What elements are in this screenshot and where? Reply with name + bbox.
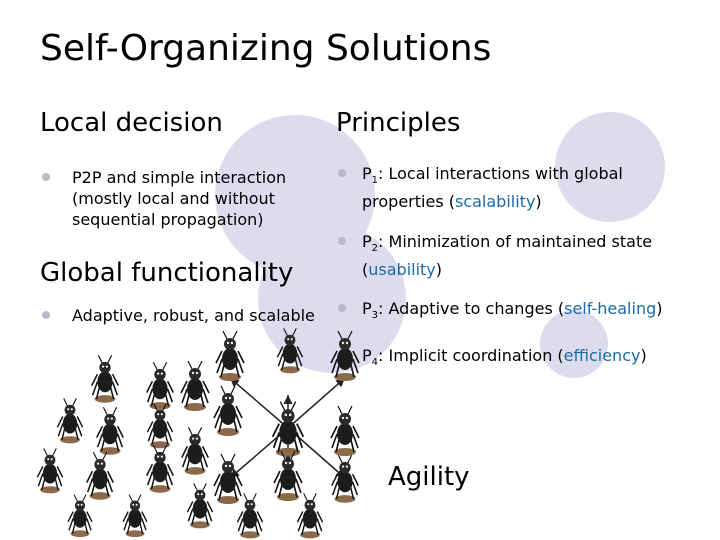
ant-figure bbox=[330, 330, 360, 381]
ant-figure bbox=[91, 354, 119, 403]
principle-2-suffix: ) bbox=[435, 260, 443, 280]
principle-4-suffix: ) bbox=[640, 346, 647, 365]
ant-figure bbox=[56, 398, 84, 444]
ant-figure bbox=[215, 330, 245, 381]
principles-heading: Principles bbox=[336, 108, 461, 138]
ant-figure bbox=[146, 361, 174, 410]
principle-1-term: scalability bbox=[454, 192, 536, 212]
principle-4-desc: : Implicit coordination ( bbox=[378, 346, 564, 365]
slide-title: Self-Organizing Solutions bbox=[40, 28, 492, 69]
ant-figure bbox=[67, 494, 93, 538]
ant-figure bbox=[146, 403, 174, 449]
principle-1-text: P1: Local interactions with global prope… bbox=[362, 163, 692, 212]
principle-1-marker bbox=[338, 169, 346, 177]
ant-figure bbox=[271, 401, 305, 457]
global-bullet-marker bbox=[42, 311, 50, 319]
ant-figure bbox=[180, 360, 210, 411]
ant-figure bbox=[122, 494, 148, 538]
decor-circle-2 bbox=[258, 225, 406, 373]
principle-4-prefix: P bbox=[362, 346, 372, 365]
principle-3-desc: : Adaptive to changes ( bbox=[378, 299, 565, 318]
decor-circle-3 bbox=[555, 112, 665, 222]
ant-figure bbox=[213, 385, 243, 436]
swarm-link-arrow bbox=[287, 377, 346, 429]
global-bullet-text: Adaptive, robust, and scalable bbox=[72, 306, 315, 325]
principle-1-sub: 1 bbox=[371, 175, 379, 187]
ant-figure bbox=[186, 483, 214, 529]
local-decision-heading: Local decision bbox=[40, 108, 223, 138]
principle-3-prefix: P bbox=[362, 299, 372, 318]
principle-3-marker bbox=[338, 304, 346, 312]
principle-2-sub: 2 bbox=[371, 243, 379, 255]
ant-figure bbox=[273, 450, 303, 501]
principle-3-suffix: ) bbox=[656, 299, 663, 318]
ant-figure bbox=[86, 451, 114, 500]
ant-figure bbox=[276, 328, 304, 374]
principle-1-suffix: ) bbox=[535, 192, 542, 212]
local-bullet-marker bbox=[42, 173, 50, 181]
principle-2-term: usability bbox=[368, 260, 436, 280]
principle-1-prefix: P bbox=[362, 164, 372, 183]
ant-figure bbox=[296, 493, 324, 539]
ant-figure bbox=[331, 454, 359, 503]
ant-figure bbox=[236, 493, 264, 539]
principle-4-sub: 4 bbox=[371, 357, 379, 369]
swarm-link-arrow bbox=[229, 377, 289, 429]
ant-figure bbox=[330, 405, 360, 456]
local-bullet-text: P2P and simple interaction (mostly local… bbox=[72, 168, 287, 229]
ant-figure bbox=[181, 426, 209, 475]
principle-2-prefix: P bbox=[362, 232, 372, 251]
principle-4-text: P4: Implicit coordination (efficiency) bbox=[362, 345, 647, 373]
principle-3-term: self-healing bbox=[564, 299, 657, 318]
principle-2-desc: : Minimization of maintained state ( bbox=[362, 232, 653, 280]
ant-figure bbox=[146, 444, 174, 493]
principle-1-desc: : Local interactions with global propert… bbox=[362, 164, 623, 212]
principle-3-text: P3: Adaptive to changes (self-healing) bbox=[362, 298, 663, 326]
ant-figure bbox=[213, 453, 243, 504]
agility-label: Agility bbox=[388, 462, 470, 492]
decor-circle-4 bbox=[540, 310, 608, 378]
ant-figure bbox=[36, 448, 64, 494]
principle-2-text: P2: Minimization of maintained state (us… bbox=[362, 231, 702, 280]
principle-4-term: efficiency bbox=[563, 346, 641, 365]
ant-figure bbox=[96, 406, 124, 455]
principle-2-marker bbox=[338, 237, 346, 245]
global-functionality-heading: Global functionality bbox=[40, 258, 294, 288]
principle-3-sub: 3 bbox=[371, 310, 379, 322]
